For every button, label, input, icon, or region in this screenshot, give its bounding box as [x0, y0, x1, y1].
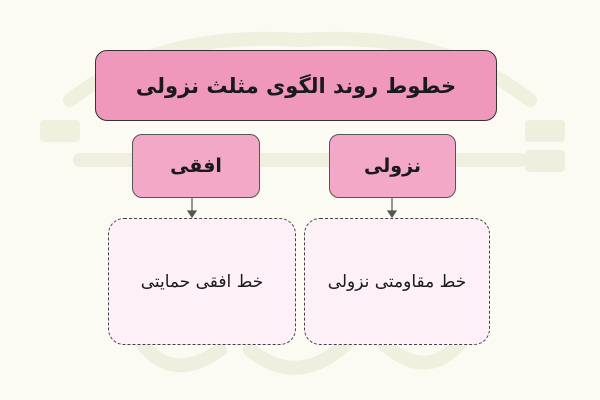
- branch-label-descending: نزولی: [363, 155, 422, 177]
- branch-box-descending: نزولی: [329, 134, 456, 198]
- arrowhead-right: [386, 210, 398, 219]
- leaf-text-descending: خط مقاومتی نزولی: [327, 271, 467, 292]
- leaf-text-horizontal: خط افقی حمایتی: [140, 271, 264, 292]
- leaf-box-horizontal: خط افقی حمایتی: [108, 218, 296, 345]
- diagram-title: خطوط روند الگوی مثلث نزولی: [135, 73, 457, 98]
- arrowhead-left: [186, 210, 198, 219]
- diagram-title-box: خطوط روند الگوی مثلث نزولی: [95, 50, 497, 121]
- branch-box-horizontal: افقی: [132, 134, 260, 198]
- branch-label-horizontal: افقی: [170, 155, 222, 177]
- leaf-box-descending: خط مقاومتی نزولی: [304, 218, 490, 345]
